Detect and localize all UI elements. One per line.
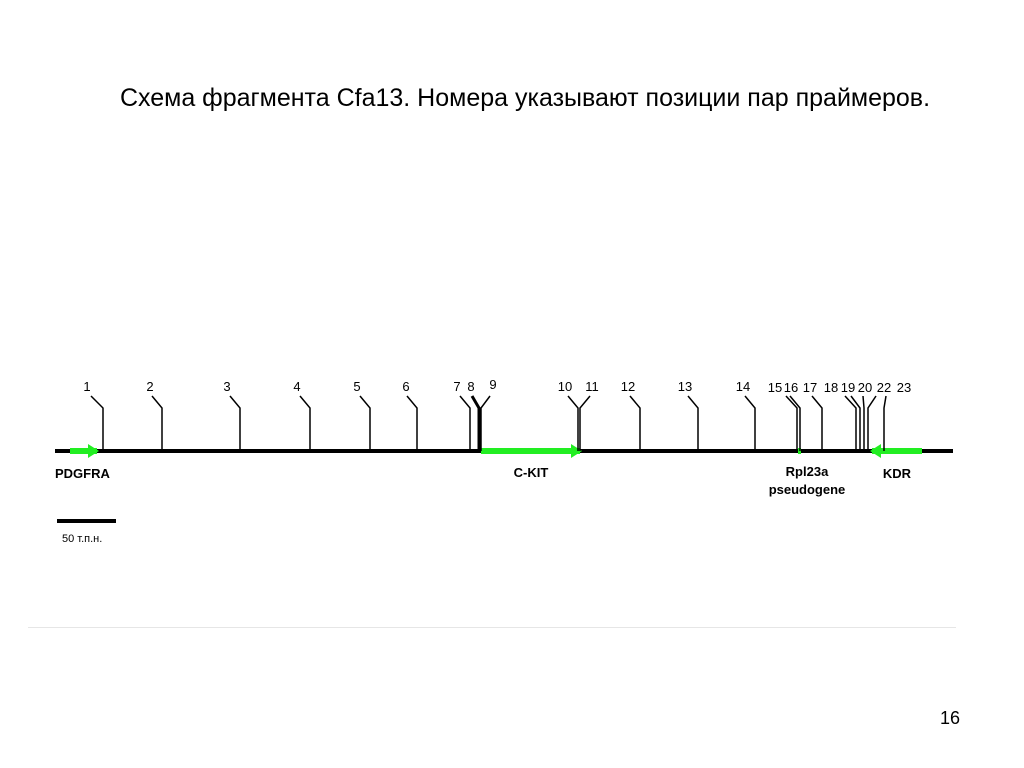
primer-tick-3 (229, 395, 241, 451)
primer-label-9: 9 (489, 377, 496, 392)
primer-pair-19: 19 (841, 380, 861, 451)
gene-label-ckit: C-KIT (514, 465, 549, 480)
primer-pair-22: 22 (867, 380, 891, 451)
primer-pair-8: 8 (467, 379, 481, 451)
primer-label-18: 18 (824, 380, 838, 395)
primer-label-11: 11 (585, 379, 599, 394)
primer-label-4: 4 (293, 379, 300, 394)
primer-pair-3: 3 (223, 379, 241, 451)
primer-tick-12 (629, 395, 641, 451)
gene-label-rpl23a: Rpl23a (786, 464, 829, 479)
primer-pair-23: 23 (883, 380, 911, 451)
primer-pair-1: 1 (83, 379, 104, 451)
primer-pair-10: 10 (558, 379, 579, 451)
primer-tick-16 (789, 395, 801, 451)
gene-pdgfra (70, 444, 99, 458)
primer-label-3: 3 (223, 379, 230, 394)
gene-label-rpl23a-pseudogene: pseudogene (769, 482, 846, 497)
primer-label-17: 17 (803, 380, 817, 395)
primer-label-19: 19 (841, 380, 855, 395)
primer-tick-5 (359, 395, 371, 451)
primer-tick-2 (151, 395, 163, 451)
primer-pair-15: 15 (768, 380, 798, 451)
primer-tick-4 (299, 395, 311, 451)
primer-tick-10 (567, 395, 579, 451)
primer-tick-7 (459, 395, 471, 451)
primer-label-7: 7 (453, 379, 460, 394)
gene-label-pdgfra: PDGFRA (55, 466, 111, 481)
primer-pair-13: 13 (678, 379, 699, 451)
primer-tick-6 (406, 395, 418, 451)
page-number: 16 (939, 708, 961, 728)
primer-tick-22 (867, 395, 877, 451)
gene-ckit (481, 444, 582, 458)
primer-pair-20: 20 (858, 380, 872, 451)
primer-pair-17: 17 (803, 380, 823, 451)
primer-tick-19 (850, 395, 861, 451)
primer-tick-14 (744, 395, 756, 451)
scale-bar-label: 50 т.п.н. (62, 533, 102, 545)
primer-label-2: 2 (146, 379, 153, 394)
primer-label-23: 23 (897, 380, 911, 395)
primer-pair-6: 6 (402, 379, 418, 451)
slide-title: Схема фрагмента Cfa13. Номера указывают … (119, 84, 931, 112)
primer-label-20: 20 (858, 380, 872, 395)
primer-pair-7: 7 (453, 379, 471, 451)
primer-tick-13 (687, 395, 699, 451)
primer-pair-14: 14 (736, 379, 756, 451)
primer-pair-16: 16 (784, 380, 801, 451)
primer-pair-12: 12 (621, 379, 641, 451)
primer-label-14: 14 (736, 379, 750, 394)
gene-label-kdr: KDR (883, 466, 912, 481)
primer-pair-9: 9 (480, 377, 497, 451)
primer-tick-15 (785, 395, 798, 451)
primer-pair-5: 5 (353, 379, 371, 451)
primer-label-16: 16 (784, 380, 798, 395)
footer-divider (28, 627, 956, 628)
primer-pair-4: 4 (293, 379, 311, 451)
primer-tick-11 (579, 395, 591, 451)
primer-label-6: 6 (402, 379, 409, 394)
primer-label-13: 13 (678, 379, 692, 394)
primer-tick-17 (811, 395, 823, 451)
gene-kdr (870, 444, 922, 458)
primer-label-5: 5 (353, 379, 360, 394)
primer-label-12: 12 (621, 379, 635, 394)
primer-tick-8 (470, 395, 481, 451)
primer-label-1: 1 (83, 379, 90, 394)
primer-label-15: 15 (768, 380, 782, 395)
primer-label-8: 8 (467, 379, 474, 394)
primer-label-22: 22 (877, 380, 891, 395)
primer-tick-1 (90, 395, 104, 451)
primer-pair-11: 11 (579, 379, 599, 451)
primer-tick-18 (844, 395, 857, 451)
primer-pair-2: 2 (146, 379, 163, 451)
primer-label-10: 10 (558, 379, 572, 394)
primer-tick-20 (862, 395, 865, 451)
primer-pair-18: 18 (824, 380, 857, 451)
primer-tick-9 (480, 395, 491, 451)
primer-tick-23 (883, 395, 887, 451)
